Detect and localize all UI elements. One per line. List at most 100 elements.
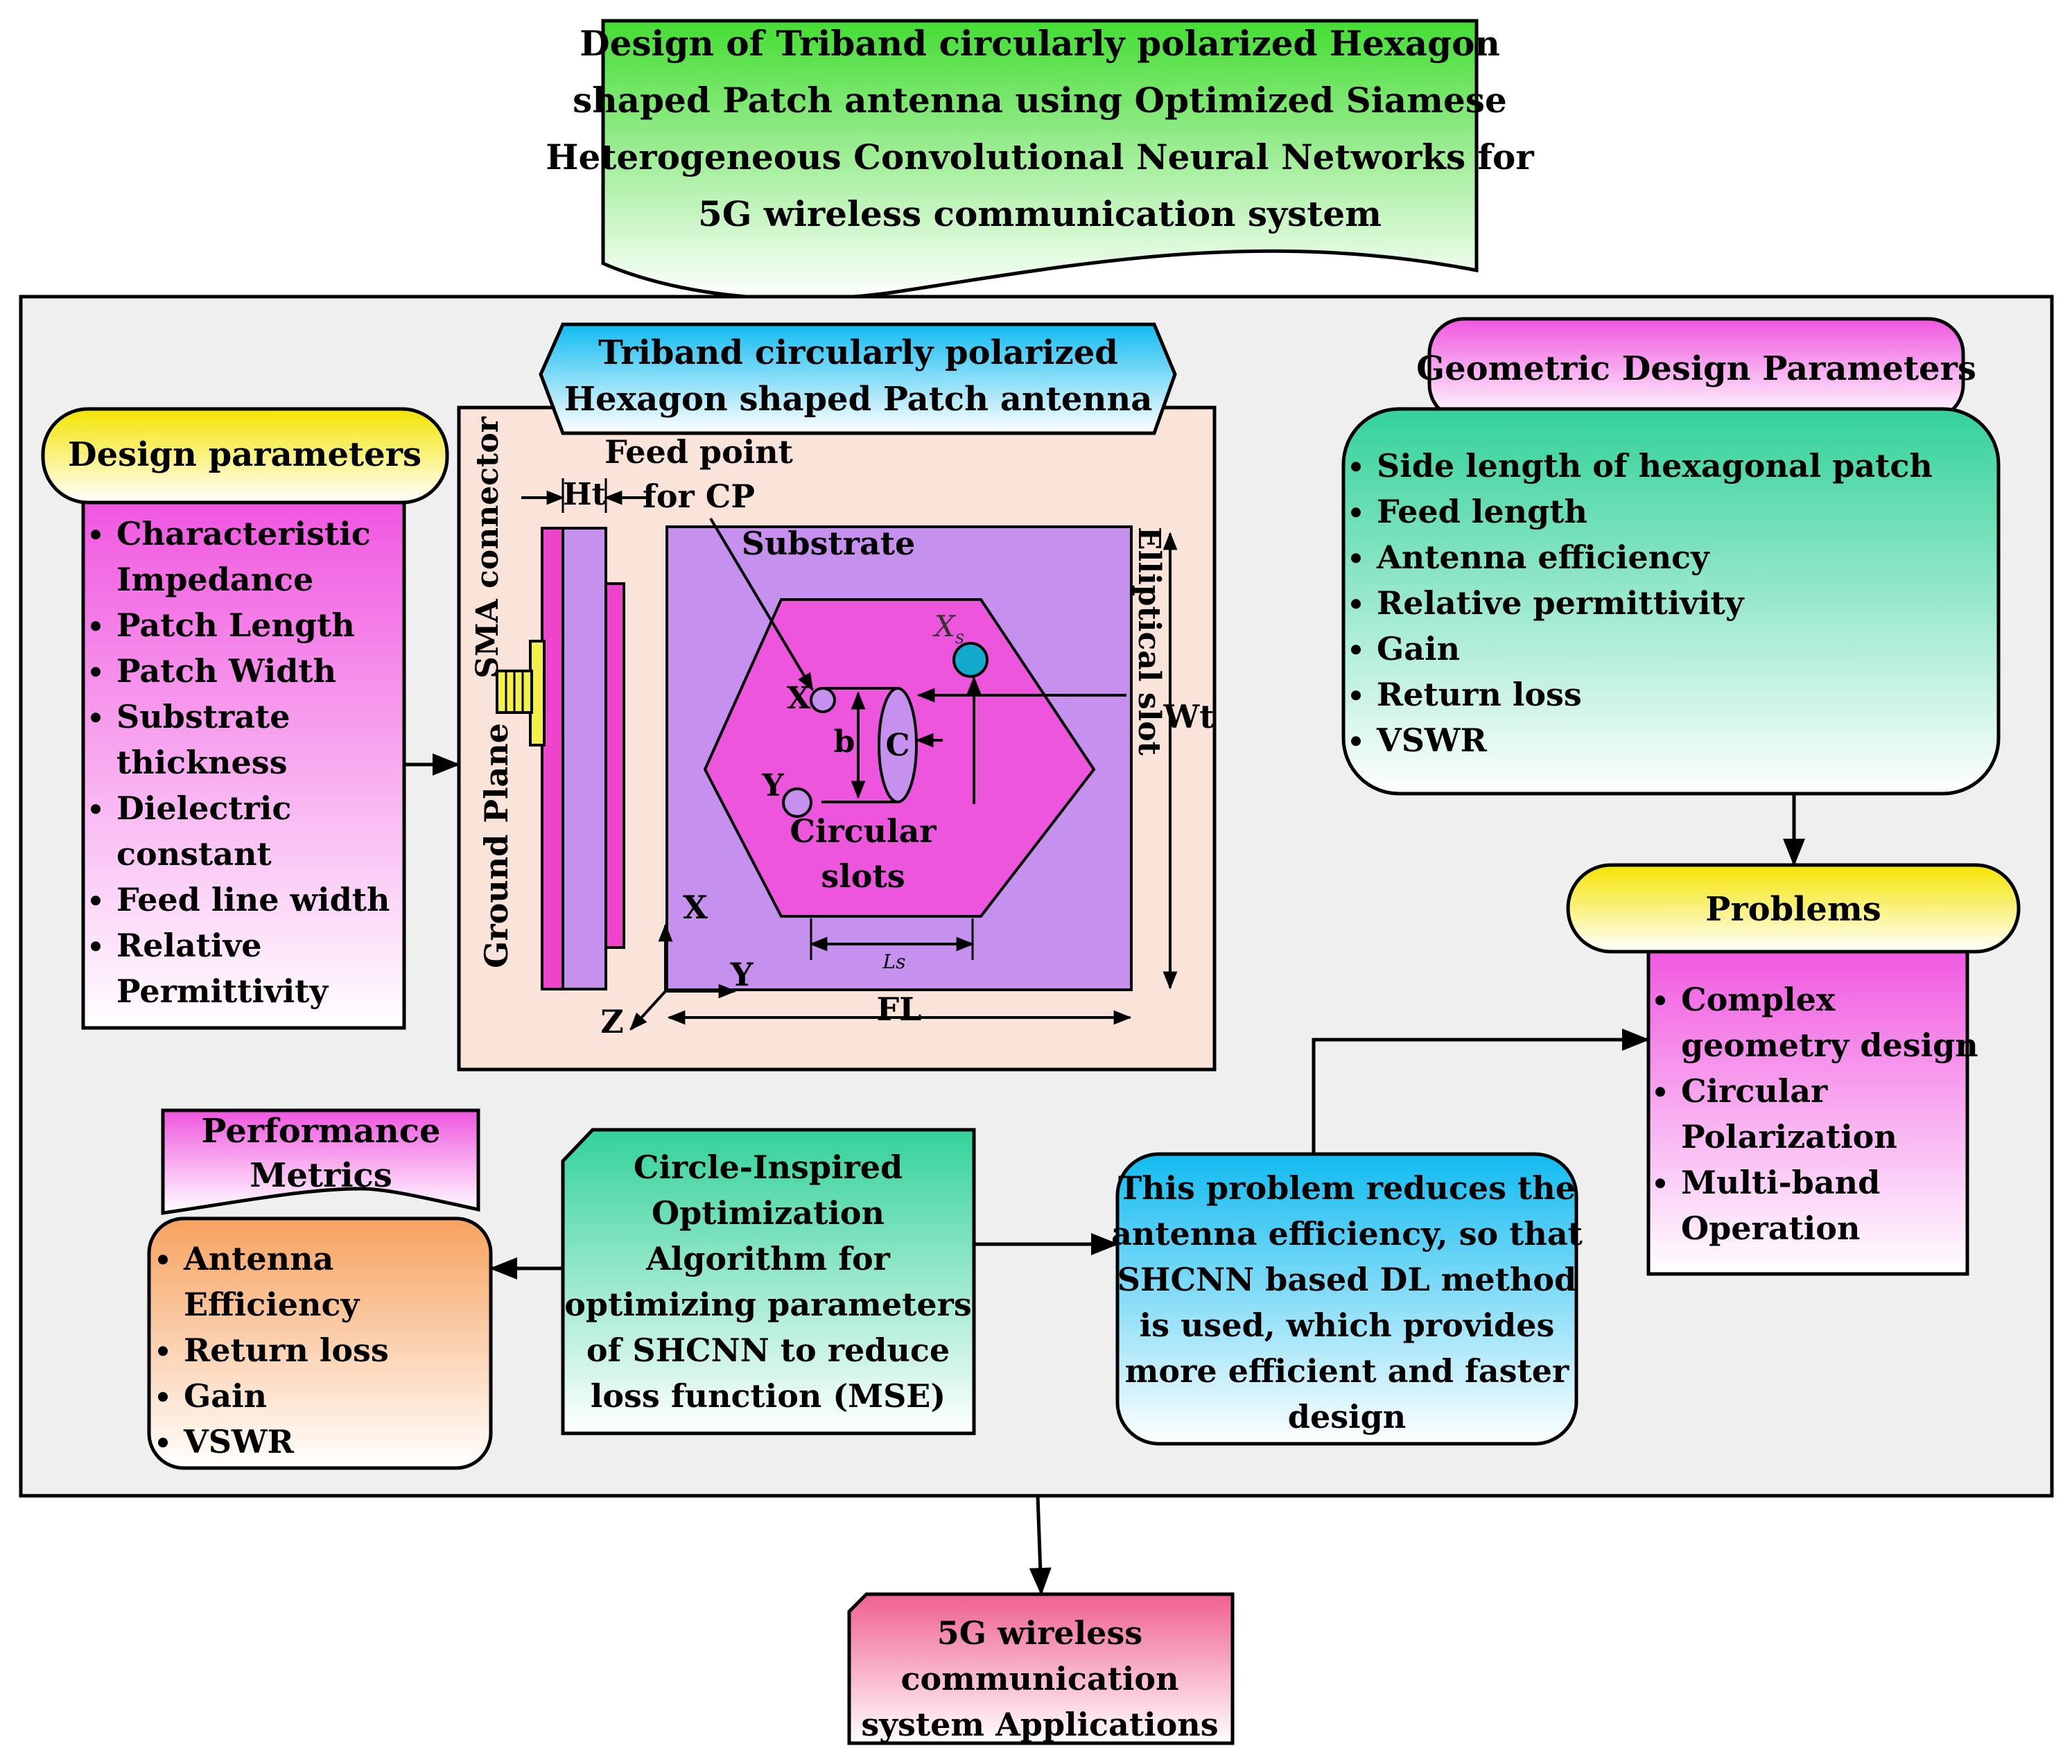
substrate-label: Substrate: [742, 525, 916, 562]
text-line: system Applications: [861, 1706, 1218, 1743]
bullet-icon: [1351, 645, 1361, 655]
feed-point-label: Feed point: [604, 433, 794, 471]
ground-plane-layer: [541, 527, 564, 990]
text-line: optimizing parameters: [564, 1286, 972, 1323]
title-line: Design of Triband circularly polarized H…: [580, 23, 1500, 64]
bullet-icon: [158, 1392, 168, 1402]
text-line: This problem reduces the: [1118, 1169, 1576, 1207]
bullet-icon: [158, 1438, 168, 1448]
bullet-icon: [1351, 690, 1361, 701]
bullet-icon: [158, 1346, 168, 1356]
text-line: Circle-Inspired: [634, 1149, 903, 1186]
title-line: 5G wireless communication system: [698, 193, 1382, 234]
list-item: Impedance: [116, 561, 313, 598]
list-item: Side length of hexagonal patch: [1377, 447, 1933, 484]
text-line: 5G wireless: [937, 1614, 1142, 1652]
axis-x-label: X: [683, 889, 708, 926]
feed-point-xs: [952, 642, 989, 678]
bullet-icon: [91, 713, 101, 723]
list-item: geometry design: [1681, 1027, 1978, 1064]
patch-side-layer: [604, 582, 625, 949]
list-item: Patch Width: [116, 652, 336, 690]
bullet-icon: [1351, 553, 1361, 564]
bullet-icon: [91, 667, 101, 677]
circular-slots-label: slots: [821, 857, 905, 895]
applications-box: [847, 1592, 1235, 1745]
title-box: Design of Triband circularly polarized H…: [546, 19, 1534, 301]
ls-label: Ls: [882, 950, 906, 973]
list-item: thickness: [116, 744, 288, 781]
design-parameters-block: Design parameters CharacteristicImpedanc…: [41, 407, 449, 1030]
list-item: Permittivity: [116, 972, 329, 1010]
ground-plane-label: Ground Plane: [478, 723, 515, 968]
cio-box: [561, 1128, 976, 1435]
substrate-side-layer: [561, 527, 607, 990]
bullet-icon: [158, 1255, 168, 1265]
bullet-icon: [91, 896, 101, 906]
list-item: Patch Length: [116, 606, 355, 644]
list-item: Characteristic: [116, 515, 371, 552]
performance-header: [161, 1108, 480, 1215]
design-parameters-list: [81, 496, 406, 1030]
bullet-icon: [1351, 599, 1361, 609]
bullet-icon: [1655, 995, 1665, 1006]
circular-slot-y: [782, 787, 812, 818]
y-slot-label: Y: [761, 768, 784, 803]
list-item: Dielectric: [116, 789, 291, 827]
shcnn-box: [1115, 1152, 1578, 1446]
antenna-front-view: Substrate b C Feed point for CP X Y Xs C…: [600, 433, 1215, 1040]
geometric-list: [1341, 407, 2001, 796]
list-item: Feed length: [1377, 493, 1587, 530]
text-line: is used, which provides: [1140, 1307, 1555, 1344]
axis-z-arrow: [629, 990, 667, 1031]
bullet-icon: [91, 941, 101, 952]
problems-list: [1646, 941, 1969, 1276]
antenna-title-line: Triband circularly polarized: [598, 333, 1118, 372]
circular-slots-label: Circular: [790, 812, 937, 850]
design-parameters-title: Design parameters: [68, 435, 421, 474]
x-slot-label: X: [787, 681, 811, 716]
bullet-icon: [1655, 1087, 1665, 1097]
text-line: SHCNN based DL method: [1117, 1261, 1576, 1298]
bullet-icon: [91, 530, 101, 540]
list-item: Relative: [116, 927, 262, 964]
list-item: Feed line width: [116, 881, 390, 918]
feed-point-label: for CP: [643, 478, 755, 515]
bullet-icon: [1655, 1178, 1665, 1189]
list-item: Antenna: [183, 1240, 333, 1277]
list-item: Polarization: [1681, 1118, 1897, 1155]
list-item: Circular: [1681, 1072, 1828, 1110]
text-line: design: [1288, 1398, 1406, 1435]
performance-block: Performance Metrics AntennaEfficiencyRet…: [147, 1108, 493, 1470]
list-item: Complex: [1681, 981, 1836, 1018]
list-item: Return loss: [1377, 676, 1582, 713]
feed-point-pointer: [709, 517, 814, 692]
list-item: Relative permittivity: [1377, 584, 1745, 622]
arrow-container-to-applications: [1029, 1495, 1052, 1596]
list-item: Operation: [1681, 1210, 1860, 1247]
ht-label: Ht: [563, 477, 607, 512]
text-line: loss function (MSE): [591, 1377, 946, 1415]
wt-label: Wt: [1163, 698, 1215, 735]
list-item: VSWR: [183, 1423, 295, 1460]
title-line: Heterogeneous Convolutional Neural Netwo…: [546, 137, 1534, 177]
list-item: Efficiency: [184, 1286, 360, 1323]
title-line: shaped Patch antenna using Optimized Sia…: [573, 80, 1507, 121]
bullet-icon: [1351, 736, 1361, 746]
list-item: VSWR: [1376, 722, 1488, 759]
performance-title: Metrics: [250, 1156, 392, 1195]
elliptical-slot-label: Elliptical slot: [1131, 527, 1167, 756]
xs-label: Xs: [932, 609, 964, 648]
list-item: Multi-band: [1681, 1164, 1880, 1201]
c-label: C: [885, 728, 909, 763]
